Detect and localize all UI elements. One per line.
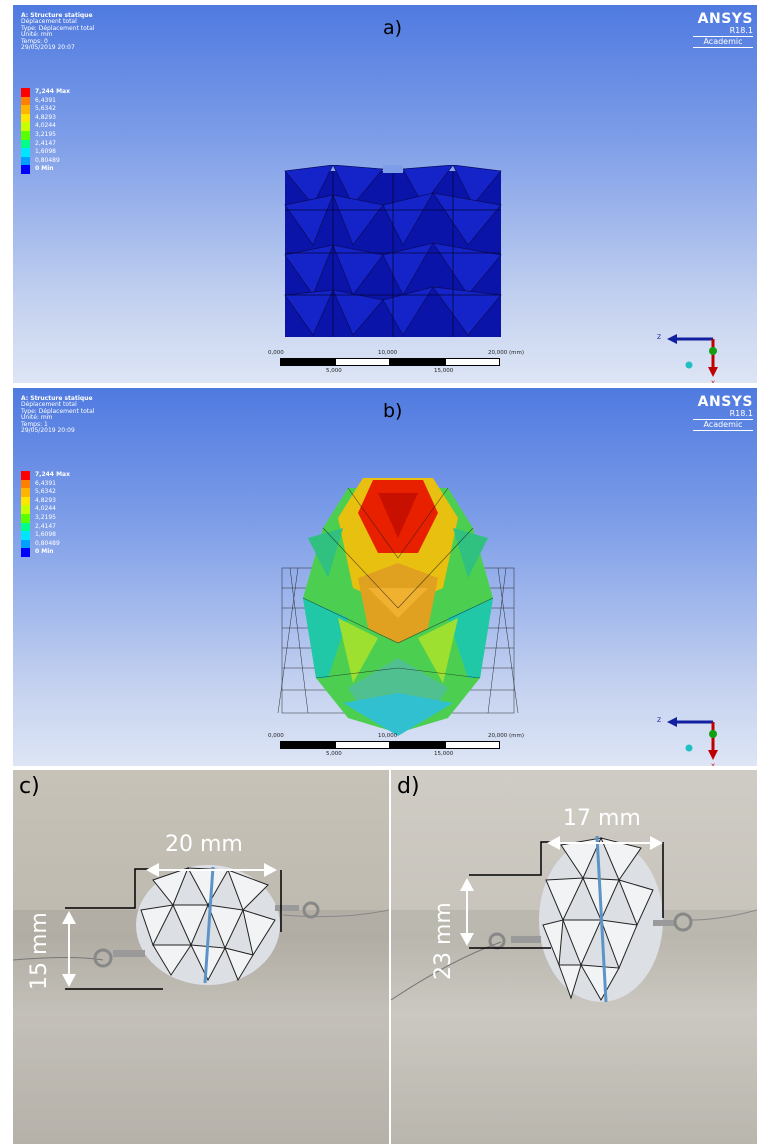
header-line: 29/05/2019 20:09 (21, 427, 75, 435)
scale-bar: 0,000 10,000 20,000 (mm) 5,000 15,000 (268, 733, 524, 763)
legend-label: 5,6342 (35, 488, 56, 496)
scale-label: 5,000 (326, 368, 342, 374)
legend-label: 2,4147 (35, 522, 56, 530)
legend-swatch (21, 156, 30, 166)
legend-swatch (21, 122, 30, 131)
result-header: A: Structure statique Déplacement total … (21, 12, 95, 52)
brand-name: ANSYS (697, 394, 753, 410)
scale-label: 10,000 (378, 733, 398, 739)
svg-text:Z: Z (657, 717, 661, 724)
brand-release: R18.1 (729, 26, 753, 35)
legend-swatch (21, 96, 30, 106)
header-line: 29/05/2019 20:07 (21, 44, 75, 52)
legend-label: 0 Min (35, 548, 54, 556)
legend-swatch (21, 531, 30, 540)
result-header: A: Structure statique Déplacement total … (21, 395, 95, 435)
scale-label: 0,000 (268, 350, 284, 356)
ansys-viewport-b: A: Structure statique Déplacement total … (13, 388, 757, 766)
header-line: Type: Déplacement total (21, 24, 95, 32)
legend-swatch (21, 471, 30, 480)
header-line: Unité: mm (21, 31, 53, 39)
header-line: Temps: 1 (21, 420, 48, 428)
origami-sample-photo (13, 863, 389, 1144)
panel-letter: b) (383, 400, 403, 422)
scale-label: 5,000 (326, 751, 342, 757)
legend-label: 4,8293 (35, 496, 56, 504)
legend-swatch (21, 513, 30, 523)
deformed-model (277, 478, 519, 736)
legend-label: 4,0244 (35, 122, 56, 130)
legend-label: 7,244 Max (35, 471, 70, 478)
header-line: Déplacement total (21, 401, 77, 409)
header-line: Type: Déplacement total (21, 407, 95, 415)
header-line: Unité: mm (21, 414, 53, 422)
scale-label: 0,000 (268, 733, 284, 739)
legend-swatch (21, 488, 30, 497)
ansys-viewport-a: A: Structure statique Déplacement total … (13, 5, 757, 383)
scale-label: 20,000 (mm) (488, 733, 524, 739)
legend-swatch (21, 165, 30, 174)
panel-letter: a) (383, 17, 403, 39)
brand-edition: Academic (693, 419, 753, 431)
legend-label: 0 Min (35, 165, 54, 173)
undeformed-model (284, 165, 502, 337)
legend-label: 1,6098 (35, 148, 56, 156)
legend-swatch (21, 139, 30, 149)
photo-c: c) 20 mm 15 mm (13, 770, 389, 1144)
legend-label: 3,2195 (35, 513, 56, 521)
header-line: Déplacement total (21, 18, 77, 26)
legend-label: 2,4147 (35, 139, 56, 147)
legend-swatch (21, 88, 30, 97)
legend-swatch (21, 105, 30, 114)
photo-d: d) 17 mm 23 mm (391, 770, 757, 1144)
legend-label: 0,80489 (35, 156, 60, 164)
header-line: Temps: 0 (21, 37, 48, 45)
legend-label: 5,6342 (35, 105, 56, 113)
legend-label: 7,244 Max (35, 88, 70, 95)
legend-label: 6,4391 (35, 96, 56, 104)
legend-swatch (21, 130, 30, 140)
brand-edition: Academic (693, 36, 753, 48)
axis-triad-icon: Z X (657, 717, 718, 766)
legend-label: 4,8293 (35, 113, 56, 121)
legend-swatch (21, 522, 30, 532)
legend-label: 0,80489 (35, 539, 60, 547)
legend-swatch (21, 548, 30, 557)
svg-text:X: X (711, 380, 715, 383)
legend-swatch (21, 505, 30, 514)
legend-swatch (21, 113, 30, 123)
svg-text:Z: Z (657, 334, 661, 341)
width-dimension-label: 17 mm (563, 806, 641, 831)
legend-label: 1,6098 (35, 531, 56, 539)
legend-label: 3,2195 (35, 130, 56, 138)
legend-label: 4,0244 (35, 505, 56, 513)
scale-bar: 0,000 10,000 20,000 (mm) 5,000 15,000 (268, 350, 524, 380)
header-title: A: Structure statique (21, 395, 93, 402)
brand-name: ANSYS (697, 11, 753, 27)
scale-label: 15,000 (434, 368, 454, 374)
origami-sample-photo (391, 835, 757, 1144)
svg-text:X: X (711, 763, 715, 766)
height-dimension-label: 15 mm (27, 912, 52, 990)
panel-letter: d) (397, 774, 420, 799)
legend-swatch (21, 496, 30, 506)
header-title: A: Structure statique (21, 12, 93, 19)
legend-swatch (21, 479, 30, 489)
legend-swatch (21, 539, 30, 549)
scale-label: 10,000 (378, 350, 398, 356)
legend-label: 6,4391 (35, 479, 56, 487)
legend-swatch (21, 148, 30, 157)
brand-release: R18.1 (729, 409, 753, 418)
axis-triad-icon: Z X (657, 334, 718, 383)
scale-label: 20,000 (mm) (488, 350, 524, 356)
height-dimension-label: 23 mm (431, 902, 456, 980)
ansys-logo: ANSYS R18.1 Academic (693, 395, 753, 431)
scale-label: 15,000 (434, 751, 454, 757)
panel-letter: c) (19, 774, 40, 799)
width-dimension-label: 20 mm (165, 832, 243, 857)
ansys-logo: ANSYS R18.1 Academic (693, 12, 753, 48)
